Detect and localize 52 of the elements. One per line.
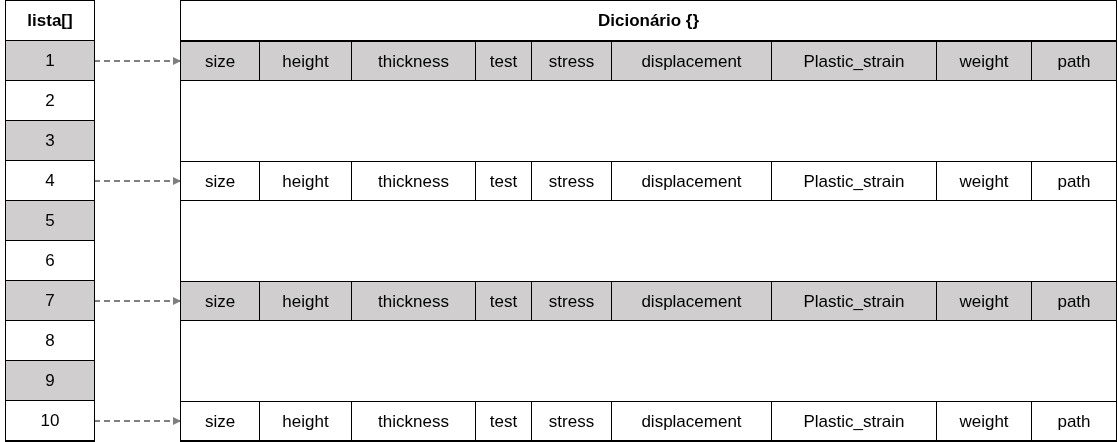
- table-row: [181, 281, 1116, 321]
- arrow: [93, 297, 182, 305]
- table-cell: test: [475, 42, 531, 81]
- table-cell: stress: [531, 402, 611, 441]
- table-cell: height: [259, 402, 351, 441]
- table-cell: test: [475, 162, 531, 201]
- table-cell: 5: [6, 201, 94, 241]
- table-cell: path: [1031, 42, 1116, 81]
- table-cell: Plastic_strain: [771, 162, 936, 201]
- table-cell: 10: [6, 401, 94, 441]
- table-row: [181, 41, 1116, 81]
- table-cell: displacement: [611, 402, 771, 441]
- arrow: [93, 417, 182, 425]
- table-column: [180, 0, 1117, 442]
- table-cell: weight: [936, 402, 1031, 441]
- table-cell: test: [475, 402, 531, 441]
- table-cell-text: size: [203, 290, 237, 313]
- table-column: [5, 0, 95, 442]
- arrow: [93, 177, 182, 185]
- table-cell: height: [259, 42, 351, 81]
- table-cell: 9: [6, 361, 94, 401]
- table-row: [181, 161, 1116, 201]
- table-cell-text: size: [203, 410, 237, 433]
- table-cell: 7: [6, 281, 94, 321]
- table-cell: stress: [531, 282, 611, 321]
- table-cell: path: [1031, 282, 1116, 321]
- table-cell: displacement: [611, 162, 771, 201]
- table-cell: weight: [936, 42, 1031, 81]
- table-cell: stress: [531, 162, 611, 201]
- table-cell: displacement: [611, 282, 771, 321]
- table-cell: height: [259, 162, 351, 201]
- table-cell: 1: [6, 41, 94, 81]
- table-cell: Plastic_strain: [771, 42, 936, 81]
- table-cell: Plastic_strain: [771, 402, 936, 441]
- table-cell: path: [1031, 162, 1116, 201]
- table-cell: Plastic_strain: [771, 282, 936, 321]
- table-cell: weight: [936, 282, 1031, 321]
- table-row: [181, 401, 1116, 441]
- table-cell: thickness: [351, 402, 475, 441]
- arrow: [93, 57, 182, 65]
- table-cell: thickness: [351, 42, 475, 81]
- table-cell: stress: [531, 42, 611, 81]
- table-cell: thickness: [351, 162, 475, 201]
- table-cell: test: [475, 282, 531, 321]
- table-cell: height: [259, 282, 351, 321]
- table-cell: displacement: [611, 42, 771, 81]
- table-cell: path: [1031, 402, 1116, 441]
- table-cell: weight: [936, 162, 1031, 201]
- table-cell-text: size: [203, 170, 237, 193]
- table-cell: 3: [6, 121, 94, 161]
- table-cell-text: size: [203, 50, 237, 73]
- table-cell: thickness: [351, 282, 475, 321]
